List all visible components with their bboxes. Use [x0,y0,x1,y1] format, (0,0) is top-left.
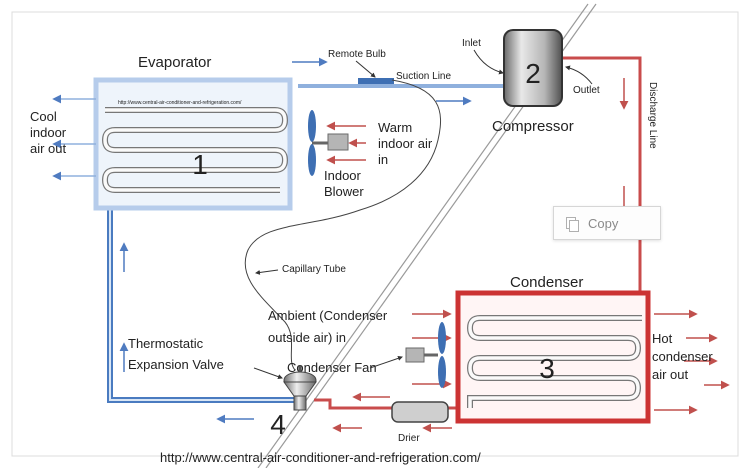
cool-air-out-arrows [52,94,96,181]
drier [391,401,449,423]
compressor-body [503,29,563,107]
condenser-fan [405,322,446,388]
indoor-blower [308,110,349,176]
indoor-blower-label: Indoor Blower [324,168,365,199]
expansion-valve-label: Thermostatic Expansion Valve [128,336,224,372]
discharge-line-label: Discharge Line [647,82,658,149]
compressor-number: 2 [525,58,541,89]
copy-popup[interactable]: Copy [553,206,661,240]
diagram-frame [11,11,739,457]
hot-air-out-label: Hot condenser air out [652,331,716,382]
expansion-valve-number: 4 [270,409,286,440]
condenser-fan-label: Condenser Fan [287,360,377,375]
inlet-label: Inlet [462,38,481,49]
warm-air-in-arrows [326,121,366,165]
remote-bulb-label: Remote Bulb [328,49,386,60]
liquid-line-pipe [107,200,300,403]
footer-url: http://www.central-air-conditioner-and-r… [160,450,481,465]
capillary-tube-label: Capillary Tube [282,264,346,275]
condenser-coil-inner [468,316,642,408]
evaporator-coil-inner [103,108,287,192]
drier-label: Drier [398,433,420,444]
condenser-number: 3 [539,353,555,384]
copy-icon [566,216,579,232]
cool-air-out-label: Cool indoor air out [30,109,70,156]
expansion-valve [283,366,317,411]
capillary-tube [244,79,441,371]
warm-air-in-label: Warm indoor air in [378,120,436,167]
remote-bulb [358,78,394,84]
evaporator-number: 1 [192,149,208,180]
suction-line-label: Suction Line [396,71,451,82]
outlet-label: Outlet [573,85,600,96]
condenser-label: Condenser [510,274,583,291]
evaporator-url: http://www.central-air-conditioner-and-r… [118,100,242,106]
ambient-air-label: Ambient (Condenser outside air) in [268,308,391,345]
copy-label: Copy [588,215,619,231]
hot-air-out-arrows [654,309,730,415]
evaporator-box [93,77,293,211]
evaporator-label: Evaporator [138,54,211,71]
compressor-label: Compressor [492,118,574,135]
